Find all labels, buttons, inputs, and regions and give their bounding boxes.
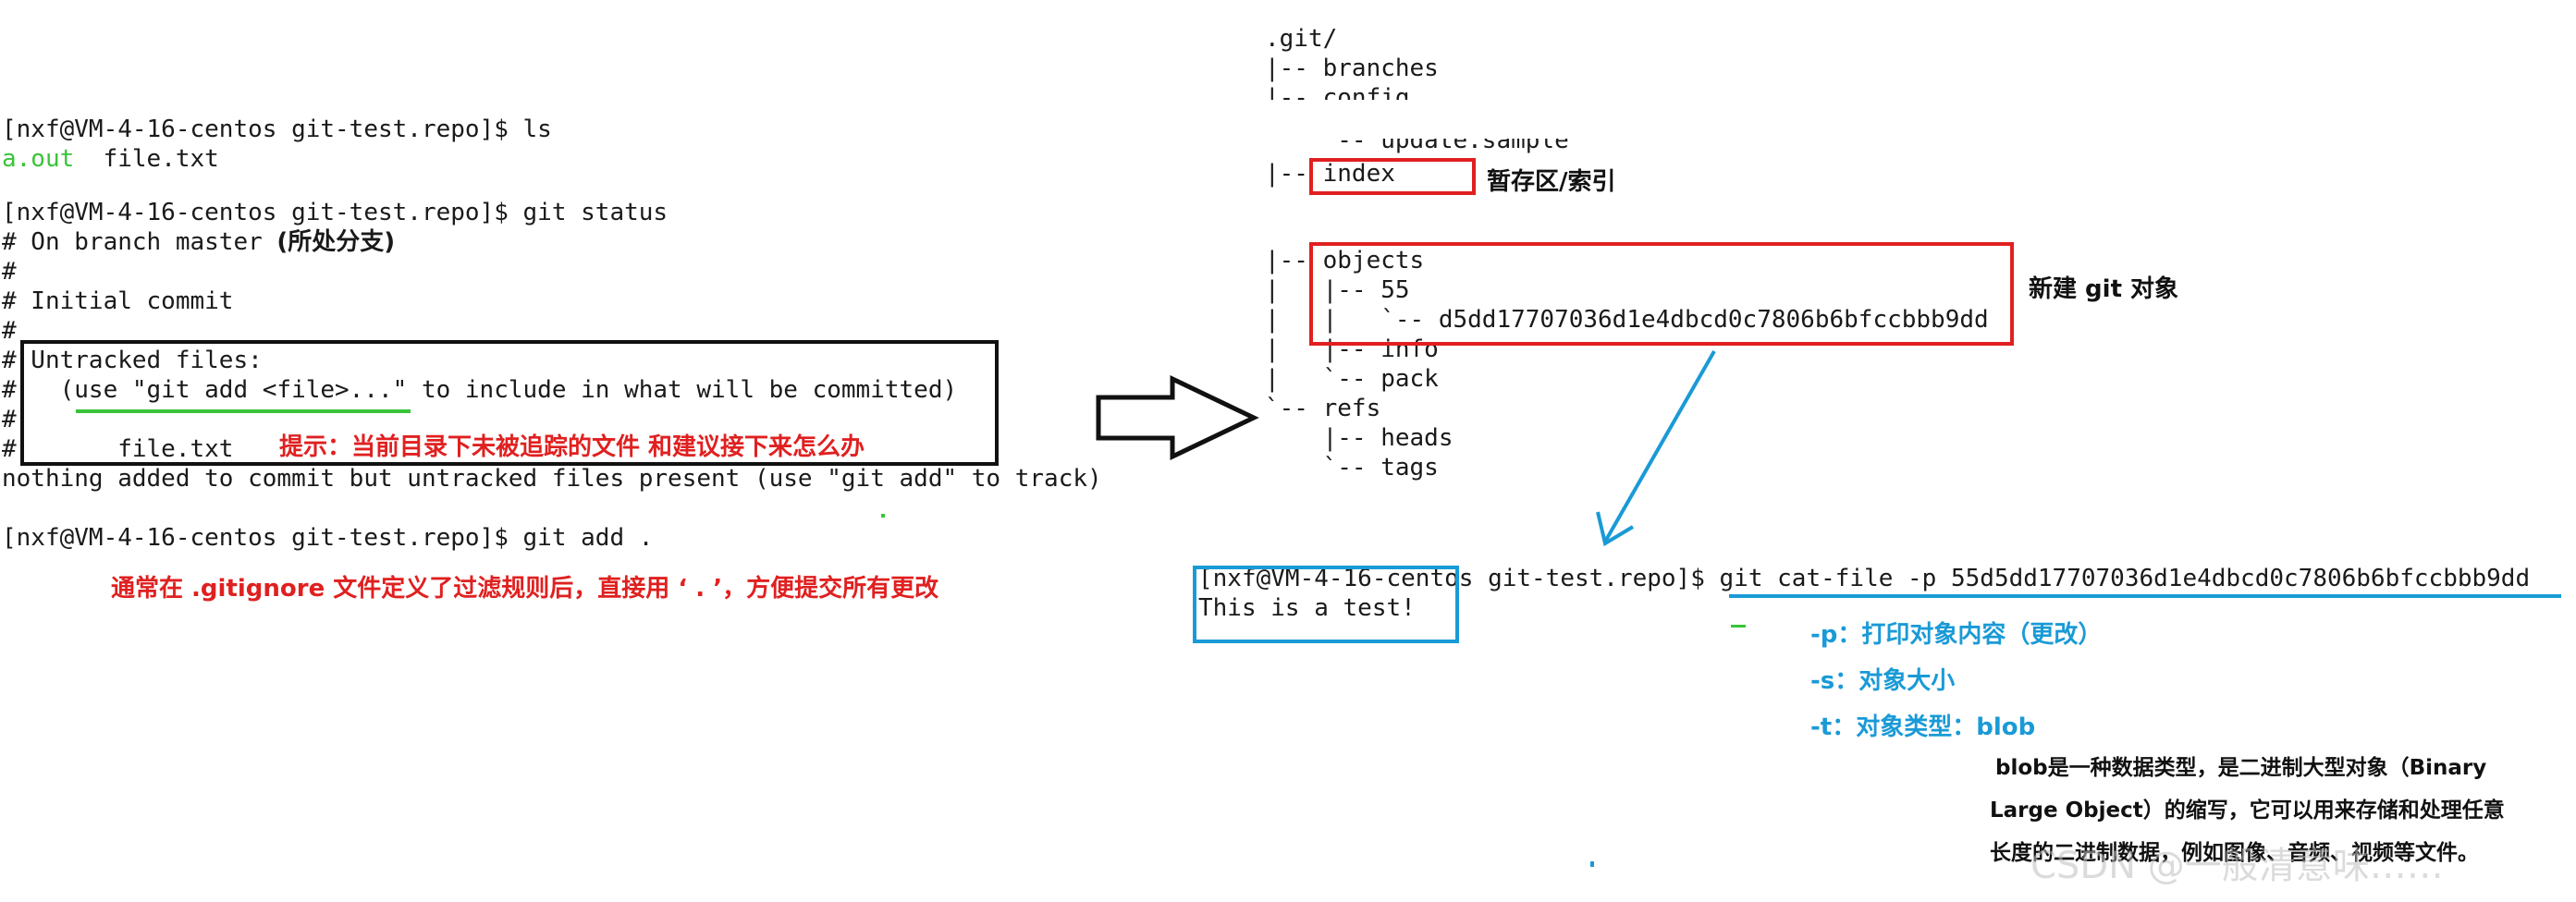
blue-arrow-icon xyxy=(1596,350,1716,547)
blob-note-line: blob是一种数据类型，是二进制大型对象（Binary xyxy=(1995,756,2487,780)
command-underline xyxy=(1729,594,2561,598)
green-mark xyxy=(1731,625,1746,628)
option-s: -s：对象大小 xyxy=(1810,667,1956,695)
terminal-line: [nxf@VM-4-16-centos git-test.repo]$ git … xyxy=(2,524,654,552)
terminal-line: # xyxy=(2,317,17,345)
tree-line: |-- objects xyxy=(1265,247,1425,274)
ls-file-a-out: a.out xyxy=(2,145,75,173)
tree-line-text: `-- update.sample xyxy=(1265,139,1569,154)
right-arrow-icon xyxy=(1096,375,1259,460)
terminal-line: [nxf@VM-4-16-centos git-test.repo]$ ls xyxy=(2,116,552,143)
cat-file-output: This is a test! xyxy=(1198,594,1416,622)
tree-line: |-- branches xyxy=(1265,55,1439,82)
branch-text: # On branch master xyxy=(2,228,277,256)
tree-line: | | `-- d5dd17707036d1e4dbcd0c7806b6bfcc… xyxy=(1265,306,1989,334)
ls-file-txt: file.txt xyxy=(103,145,219,173)
terminal-line: nothing added to commit but untracked fi… xyxy=(2,465,1102,493)
terminal-line: # xyxy=(2,406,17,433)
objects-box xyxy=(1309,242,2014,346)
tree-line: | |-- 55 xyxy=(1265,276,1410,304)
tree-line: .git/ xyxy=(1265,25,1338,53)
terminal-line: # (use "git add <file>..." to include in… xyxy=(2,376,958,404)
tree-line: `-- refs xyxy=(1265,395,1381,422)
index-label: 暂存区/索引 xyxy=(1487,168,1616,196)
index-box xyxy=(1309,158,1476,195)
terminal-line: # file.txt xyxy=(2,435,234,463)
cat-file-command: git cat-file -p 55d5dd17707036d1e4dbcd0c… xyxy=(1719,565,2531,592)
tree-line-index: |-- index xyxy=(1265,160,1395,188)
blob-note-line: 长度的二进制数据，例如图像、音频、视频等文件。 xyxy=(1990,841,2479,865)
option-p: -p：打印对象内容（更改） xyxy=(1810,621,2103,649)
terminal-line: # xyxy=(2,258,17,286)
tree-line: | `-- pack xyxy=(1265,365,1439,393)
terminal-line: # Untracked files: xyxy=(2,347,263,374)
cat-file-command-line: [nxf@VM-4-16-centos git-test.repo]$ git … xyxy=(1198,564,2530,593)
tree-line-clipped: `-- update.sample xyxy=(1265,139,1783,155)
tree-line-clipped: |-- config xyxy=(1265,83,1783,100)
blue-dot xyxy=(1590,861,1594,867)
untracked-hint: 提示：当前目录下未被追踪的文件 和建议接下来怎么办 xyxy=(279,433,865,461)
watermark: CSDN @一般清意味…… xyxy=(2030,845,2444,887)
terminal-line: [nxf@VM-4-16-centos git-test.repo]$ git … xyxy=(2,199,669,226)
untracked-files-box xyxy=(20,340,999,466)
branch-note: (所处分支) xyxy=(276,228,396,256)
tree-line: | |-- info xyxy=(1265,335,1439,363)
git-add-underline xyxy=(76,409,411,413)
ls-output: a.out file.txt xyxy=(2,144,219,174)
objects-label: 新建 git 对象 xyxy=(2029,275,2179,303)
terminal-line: # Initial commit xyxy=(2,287,234,315)
terminal-line-branch: # On branch master (所处分支) xyxy=(2,227,395,257)
output-box xyxy=(1193,566,1459,643)
prompt: [nxf@VM-4-16-centos git-test.repo]$ xyxy=(1198,565,1705,592)
blob-note-line: Large Object）的缩写，它可以用来存储和处理任意 xyxy=(1990,798,2505,823)
tree-line: |-- heads xyxy=(1265,424,1454,452)
gitignore-hint: 通常在 .gitignore 文件定义了过滤规则后，直接用 ‘ . ’，方便提交… xyxy=(111,575,939,603)
option-t: -t：对象类型：blob xyxy=(1810,713,2036,741)
green-dot xyxy=(881,514,885,518)
tree-line-text: |-- config xyxy=(1265,84,1410,100)
tree-line: `-- tags xyxy=(1265,454,1439,481)
